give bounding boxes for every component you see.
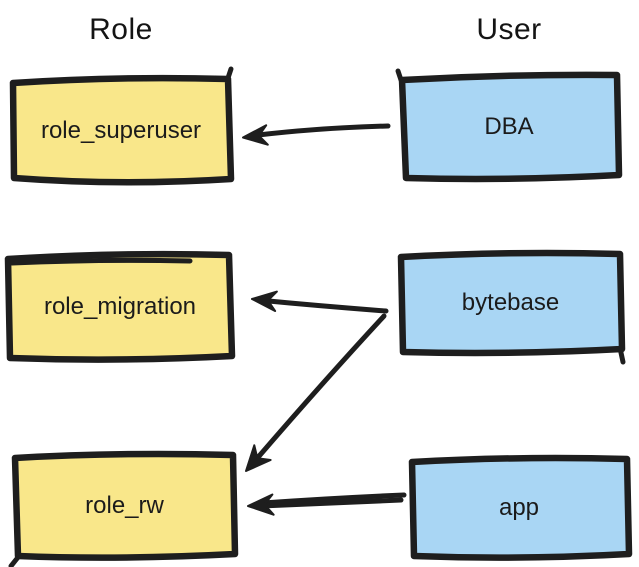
node-shape [11,450,239,561]
sketch-detail [8,553,22,567]
node-box-app [408,454,633,561]
node-shape [398,71,623,183]
arrowhead [242,124,269,146]
node-shape [397,249,626,357]
edge-line [251,313,387,465]
node-shape [9,74,235,186]
column-title-user: User [476,13,542,46]
arrowhead [245,444,272,472]
edge-bytebase-to-role-rw [245,313,387,472]
sketch-detail [617,345,626,365]
arrowhead [251,290,278,312]
edge-line [255,297,389,314]
node-box-bytebase [397,249,626,365]
edge-dba-to-role-superuser [242,123,391,146]
node-box-role-rw [8,450,239,567]
edge-line [260,492,407,506]
node-shape [4,250,236,363]
node-box-dba [395,68,623,183]
node-box-role-superuser [9,66,235,186]
node-box-role-migration [4,250,236,363]
edge-app-to-role-rw [247,492,407,516]
sketch-detail [9,257,193,266]
edge-line [247,123,391,139]
edge-bytebase-to-role-migration [251,290,389,314]
column-title-role: Role [89,13,153,46]
node-shape [408,454,633,561]
arrowhead [247,493,275,516]
sketch-detail [225,66,234,81]
edge-line [258,497,404,509]
sketch-detail [395,68,404,83]
